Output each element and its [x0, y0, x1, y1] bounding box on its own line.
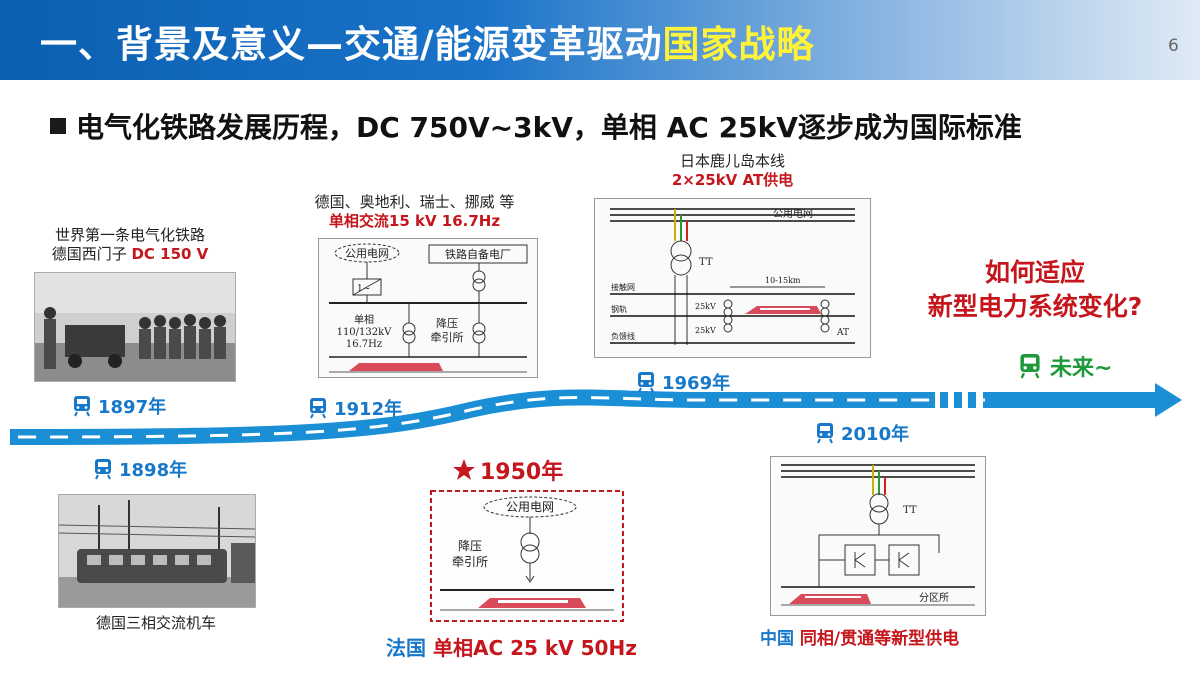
diagram-2010-zone: 分区所 — [919, 592, 949, 604]
caption-1950-red: 单相AC 25 kV 50Hz — [432, 636, 637, 660]
diagram-1969-grid: 公用电网 — [773, 207, 813, 220]
future-question-line1: 如何适应 — [984, 258, 1085, 287]
subtitle-text: 电气化铁路发展历程，DC 750V~3kV，单相 AC 25kV逐步成为国际标准 — [76, 111, 1022, 144]
caption-1912: 德国、奥地利、瑞士、挪威 等 单相交流15 kV 16.7Hz — [292, 193, 537, 231]
diagram-1969-at: AT — [836, 328, 849, 338]
photo-1898-three-phase-locomotive — [58, 494, 256, 608]
diagram-1969-kv2: 25kV — [695, 326, 716, 335]
future-question-line2: 新型电力系统变化? — [927, 292, 1143, 321]
diagram-2010: TT 分区所 — [770, 456, 986, 616]
caption-2010-red: 同相/贯通等新型供电 — [799, 629, 960, 649]
diagram-1912-plant: 铁路自备电厂 — [445, 247, 511, 261]
year-1897: 1897年 — [72, 393, 166, 419]
year-1897-label: 1897年 — [98, 397, 167, 418]
year-1912-label: 1912年 — [334, 399, 403, 420]
diagram-1912-ratio3: 16.7Hz — [346, 339, 382, 350]
year-1898-label: 1898年 — [119, 460, 188, 481]
caption-1897-prefix: 德国西门子 — [51, 245, 132, 263]
diagram-1912-sub2: 牵引所 — [431, 330, 464, 344]
year-2010-label: 2010年 — [841, 424, 910, 445]
diagram-2010-tt: TT — [903, 505, 917, 516]
year-1898: 1898年 — [93, 456, 187, 482]
future-question: 如何适应 新型电力系统变化? — [905, 256, 1165, 324]
caption-1912-line1: 德国、奥地利、瑞士、挪威 等 — [314, 193, 515, 211]
train-icon — [638, 372, 654, 393]
diagram-1950: 公用电网 降压 牵引所 — [430, 490, 624, 622]
year-1950: 1950年 — [452, 454, 563, 486]
caption-1950-prefix: 法国 — [386, 636, 433, 660]
diagram-1969-tt: TT — [699, 257, 713, 268]
diagram-1969-span: 10-15km — [765, 276, 801, 285]
diagram-1969-l2: 钢轨 — [611, 304, 627, 314]
diagram-1912-ratio1: 单相 — [354, 313, 374, 326]
caption-1897-red: DC 150 V — [131, 245, 209, 263]
caption-1969-red: 2×25kV AT供电 — [671, 171, 794, 189]
page-number: 6 — [1168, 36, 1179, 56]
caption-1897-line1: 世界第一条电气化铁路 — [54, 226, 205, 244]
train-icon — [817, 423, 833, 444]
bullet-square — [50, 118, 66, 134]
title-highlight: 国家战略 — [662, 23, 815, 66]
diagram-1912-conv: 1~ — [357, 284, 370, 294]
page-title: 一、背景及意义—交通/能源变革驱动国家战略 — [40, 14, 815, 68]
year-1950-label: 1950年 — [480, 460, 564, 485]
diagram-1912: 公用电网 铁路自备电厂 1~ 单相 110/132kV 16.7Hz 降压 牵引… — [318, 238, 538, 378]
caption-2010-prefix: 中国 — [760, 629, 800, 649]
future-marker: 未来~ — [1018, 350, 1112, 382]
caption-1912-red: 单相交流15 kV 16.7Hz — [328, 212, 501, 230]
train-icon — [74, 396, 90, 417]
caption-1898: 德国三相交流机车 — [95, 614, 216, 632]
diagram-1950-grid: 公用电网 — [506, 500, 554, 514]
year-2010: 2010年 — [815, 420, 909, 446]
diagram-1969-kv1: 25kV — [695, 302, 716, 311]
caption-1969-line1: 日本鹿儿岛本线 — [679, 152, 785, 170]
caption-1897: 世界第一条电气化铁路 德国西门子 DC 150 V — [30, 226, 230, 264]
diagram-1912-grid: 公用电网 — [345, 247, 389, 260]
diagram-1912-ratio2: 110/132kV — [337, 327, 393, 338]
caption-1950: 法国 单相AC 25 kV 50Hz — [386, 632, 637, 661]
train-icon — [310, 398, 326, 419]
photo-1897-siemens-train — [34, 272, 236, 382]
train-icon — [1020, 354, 1040, 379]
year-1969-label: 1969年 — [662, 373, 731, 394]
year-1912: 1912年 — [308, 395, 402, 421]
subtitle: 电气化铁路发展历程，DC 750V~3kV，单相 AC 25kV逐步成为国际标准 — [50, 106, 1022, 146]
header-bar — [0, 0, 1200, 80]
diagram-1969: 公用电网 TT 接触网 钢轨 负馈线 25kV 25kV 10-15km AT — [594, 198, 871, 358]
star-icon — [453, 459, 475, 480]
train-icon — [95, 459, 111, 480]
future-label: 未来~ — [1050, 356, 1113, 381]
diagram-1912-sub1: 降压 — [436, 316, 458, 330]
year-1969: 1969年 — [636, 369, 730, 395]
title-main: 一、背景及意义—交通/能源变革驱动 — [40, 23, 663, 66]
caption-2010: 中国 同相/贯通等新型供电 — [760, 624, 959, 649]
caption-1969: 日本鹿儿岛本线 2×25kV AT供电 — [620, 152, 845, 190]
diagram-1969-l3: 负馈线 — [611, 331, 635, 341]
diagram-1969-l1: 接触网 — [611, 282, 635, 292]
diagram-1950-sub2: 牵引所 — [452, 555, 488, 569]
diagram-1950-sub1: 降压 — [458, 539, 482, 553]
